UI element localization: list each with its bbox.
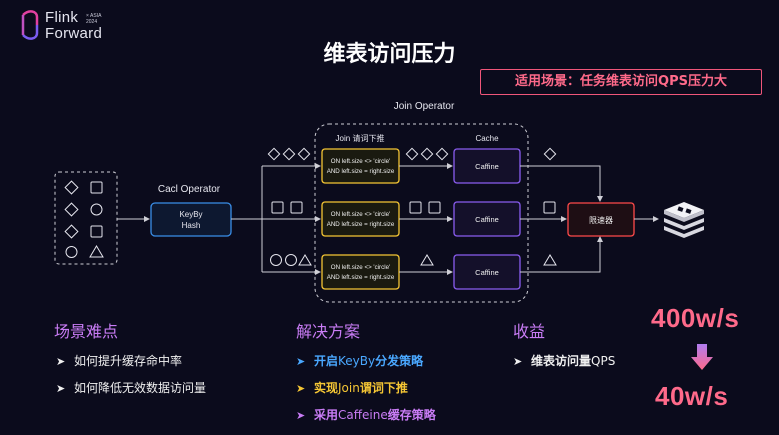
chevron-right-icon: ➤ [296,409,306,422]
logo-line1: Flink [45,9,79,26]
benefits-title: 收益 [513,322,546,341]
chevron-right-icon: ➤ [56,382,66,395]
benefit-item-rest: QPS [591,354,616,368]
mid-row1-diamond-3-icon [435,147,449,161]
out-row3-triangle-icon [543,254,557,266]
solution-item-1-suffix: 分发策略 [375,354,424,368]
row3-circle-1-icon [270,254,282,266]
limiter-box: 限速器 [567,202,635,237]
solution-item-2-suffix: 谓词下推 [359,381,408,395]
solution-item-3-suffix: 缓存策略 [387,408,436,422]
solution-item-3-highlight: Caffeine [338,408,388,422]
join-box-1-line2: AND left.size = right.size [327,168,395,175]
join-operator-container [314,123,529,303]
row2-square-2-icon [290,201,303,214]
join-box-3: ON left.size <> 'circle' AND left.size =… [321,254,400,290]
benefit-item-bold: 维表访问量 [531,354,592,368]
keyby-line1: KeyBy [179,210,202,219]
logo-line2: Forward [45,25,103,42]
scenario-badge: 适用场景：任务维表访问QPS压力大 [480,69,762,95]
calc-operator-label: Cacl Operator [158,184,221,195]
flink-forward-logo-icon [21,10,39,40]
source-circle-1-icon [90,203,103,216]
join-box-1-line1: ON left.size <> 'circle' [331,158,390,165]
source-square-1-icon [90,181,103,194]
cache-box-1: Caffine [453,148,521,184]
row3-circle-2-icon [285,254,297,266]
out-row2-square-icon [543,201,556,214]
solution-item-2: ➤ 实现Join谓词下推 [296,379,408,396]
qps-after: 40w/s [655,381,729,411]
page-title: 维表访问压力 [323,42,456,67]
database-icon [664,202,704,238]
solution-item-2-prefix: 实现 [314,381,339,395]
mid-row2-square-1-icon [409,201,422,214]
join-box-3-line2: AND left.size = right.size [327,274,395,281]
chevron-right-icon: ➤ [513,355,523,368]
solution-item-3: ➤ 采用Caffeine缓存策略 [296,406,436,423]
cache-box-2: Caffine [453,201,521,237]
solution-item-1: ➤ 开启KeyBy分发策略 [296,352,423,369]
solutions-title: 解决方案 [296,322,361,341]
logo-wordmark: Flink Forward [45,10,102,42]
join-box-2-line1: ON left.size <> 'circle' [331,211,390,218]
cache-box-1-label: Caffine [475,162,499,171]
mid-row3-triangle-icon [420,254,434,266]
difficulty-item-1: ➤ 如何提升缓存命中率 [56,352,182,369]
difficulty-item-2-text: 如何降低无效数据访问量 [74,381,207,395]
source-diamond-2-icon [64,202,79,217]
chevron-right-icon: ➤ [56,355,66,368]
benefit-item-1: ➤ 维表访问量QPS [513,352,615,369]
difficulty-item-2: ➤ 如何降低无效数据访问量 [56,379,206,396]
architecture-diagram: Join Operator Join 请词下推 Cache Cacl Opera… [54,101,704,303]
solution-item-2-highlight: Join [338,381,360,395]
row2-square-1-icon [271,201,284,214]
join-box-2: ON left.size <> 'circle' AND left.size =… [321,201,400,237]
source-diamond-1-icon [64,180,79,195]
join-box-3-line1: ON left.size <> 'circle' [331,264,390,271]
logo-tag-line1: × ASIA [86,13,102,19]
row3-triangle-icon [298,254,312,266]
join-box-1: ON left.size <> 'circle' AND left.size =… [321,148,400,184]
logo-tag-line2: 2024 [86,19,98,25]
out-row1-diamond-icon [543,147,557,161]
mid-row1-diamond-1-icon [405,147,419,161]
chevron-right-icon: ➤ [296,382,306,395]
keyby-line2: Hash [182,221,201,230]
row1-diamond-3-icon [297,147,311,161]
cache-box-3-label: Caffine [475,268,499,277]
row1-diamond-1-icon [267,147,281,161]
source-shapes [64,180,104,258]
limiter-label: 限速器 [589,216,613,225]
join-pushdown-label: Join 请词下推 [336,133,385,143]
cache-box-3: Caffine [453,254,521,290]
mid-row1-diamond-2-icon [420,147,434,161]
chevron-right-icon: ➤ [296,355,306,368]
join-operator-label: Join Operator [394,101,455,112]
solution-item-3-prefix: 采用 [314,408,339,422]
row1-diamond-2-icon [282,147,296,161]
arrow-down-icon [691,344,713,370]
cache-label: Cache [475,134,499,143]
solution-item-1-highlight: KeyBy [338,354,376,368]
join-box-2-line2: AND left.size = right.size [327,221,395,228]
solution-item-1-prefix: 开启 [314,354,339,368]
cache-box-2-label: Caffine [475,215,499,224]
source-triangle-icon [89,245,104,258]
source-box [54,171,118,265]
source-diamond-3-icon [64,224,79,239]
mid-row2-square-2-icon [428,201,441,214]
difficulty-item-1-text: 如何提升缓存命中率 [74,354,183,368]
qps-before: 400w/s [651,303,740,333]
source-square-2-icon [90,225,103,238]
source-circle-2-icon [65,246,78,258]
keyby-box [150,202,232,237]
difficulties-title: 场景难点 [54,322,119,341]
logo-tag: × ASIA 2024 [86,13,101,25]
